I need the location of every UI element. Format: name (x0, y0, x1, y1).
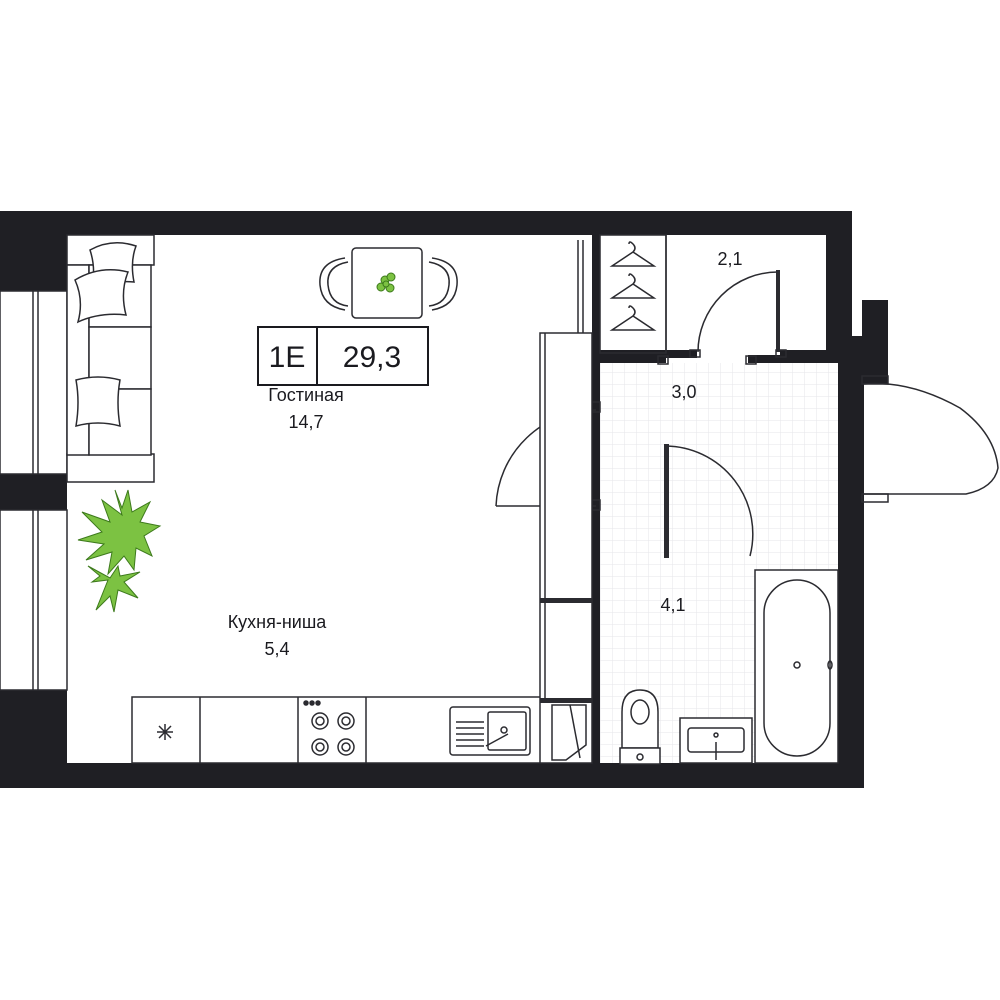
toilet (619, 689, 661, 765)
utility-cabinet (539, 332, 593, 764)
plant-small (87, 564, 141, 613)
snowflake-icon (157, 724, 173, 740)
stove (303, 700, 355, 756)
plant-large (77, 489, 162, 576)
sink (449, 706, 531, 756)
room-area-living: 14,7 (288, 412, 323, 432)
bathtub (754, 569, 839, 764)
sofa (66, 234, 155, 483)
room-name-living: Гостиная (268, 385, 344, 405)
apartment-total-area: 29,3 (343, 341, 401, 374)
door-wardrobe (689, 270, 787, 358)
room-area-kitchen: 5,4 (264, 639, 289, 659)
apartment-badge: 1E 29,3 (257, 326, 429, 386)
window-left-lower (0, 509, 68, 691)
wardrobe (599, 234, 667, 354)
washbasin (679, 717, 753, 764)
kitchen-counter (131, 696, 543, 764)
room-area-bathroom: 4,1 (660, 595, 685, 615)
dining-table (319, 247, 458, 319)
room-area-wardrobe: 2,1 (717, 249, 742, 269)
room-name-kitchen: Кухня-ниша (228, 612, 328, 632)
door-bathroom (657, 355, 757, 558)
window-left-upper (0, 290, 68, 475)
room-area-hall: 3,0 (671, 382, 696, 402)
hanger-icon (609, 241, 657, 331)
apartment-type-code: 1E (269, 341, 306, 374)
door-entrance (861, 375, 999, 503)
